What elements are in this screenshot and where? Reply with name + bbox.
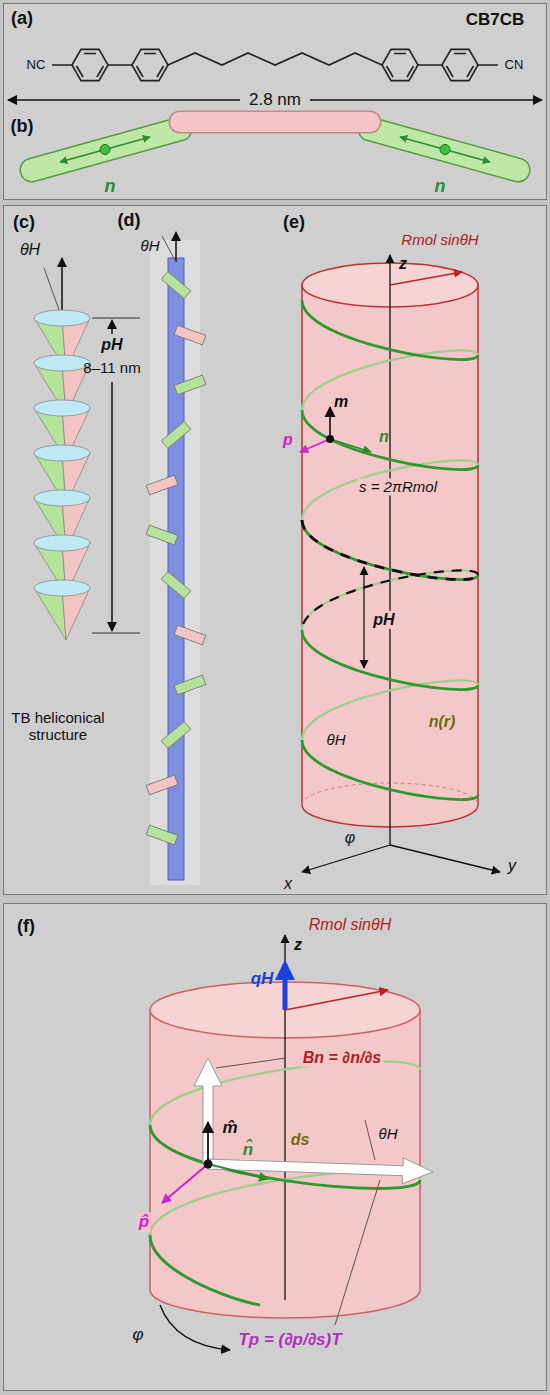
figure-label: n bbox=[435, 176, 446, 197]
figure-label: p bbox=[283, 431, 293, 449]
figure-label: Rmol sinθH bbox=[309, 916, 391, 934]
figure-label: θH bbox=[325, 731, 348, 748]
figure-label: pH bbox=[371, 611, 396, 629]
figure-label: 2.8 nm bbox=[247, 90, 303, 110]
figure-label: s = 2πRmol bbox=[357, 478, 439, 495]
figure-label: NC bbox=[27, 58, 46, 73]
figure-label: Rmol sinθH bbox=[401, 231, 478, 248]
figure-label: Bn = ∂n/∂s bbox=[301, 1049, 384, 1067]
panel-letter: (d) bbox=[118, 210, 141, 231]
figure-label: TB heliconical structure bbox=[8, 709, 108, 744]
figure-label: z bbox=[294, 936, 302, 954]
figure-label: p̂ bbox=[137, 1212, 151, 1232]
panel-letter: (c) bbox=[13, 212, 35, 233]
figure-label: n(r) bbox=[427, 713, 458, 731]
figure-label: n̂ bbox=[241, 1140, 255, 1160]
figure-label: qH bbox=[251, 969, 274, 989]
panel-letter: (a) bbox=[11, 8, 33, 29]
figure-label: n bbox=[379, 428, 389, 446]
figure-label: φ bbox=[132, 1325, 143, 1345]
figure-label: ds bbox=[289, 1131, 312, 1149]
figure-label: Tp = (∂p/∂s)T bbox=[238, 1330, 341, 1350]
figure-label: 8–11 nm bbox=[83, 359, 140, 376]
figure-label: CN bbox=[505, 58, 524, 73]
panel-letter: (f) bbox=[17, 916, 35, 937]
figure-label: y bbox=[508, 857, 516, 875]
figure-panel: (f) bbox=[3, 903, 547, 1391]
figure-label: m bbox=[334, 393, 348, 411]
figure-label: θH bbox=[141, 237, 160, 254]
panel-letter: (e) bbox=[283, 212, 305, 233]
figure-label: CB7CB bbox=[466, 10, 525, 30]
figure-label: n bbox=[105, 176, 116, 197]
figure-label: φ bbox=[345, 829, 355, 847]
figure-label: θH bbox=[20, 241, 40, 259]
figure-label: x bbox=[284, 875, 292, 893]
figure-label: θH bbox=[377, 1125, 400, 1142]
figure-label: m̂ bbox=[220, 1118, 239, 1138]
figure-label: z bbox=[399, 255, 407, 273]
figure-label: pH bbox=[101, 336, 122, 354]
panel-letter: (b) bbox=[11, 116, 34, 137]
figure-panel: (c) (d) (e) bbox=[3, 205, 547, 895]
